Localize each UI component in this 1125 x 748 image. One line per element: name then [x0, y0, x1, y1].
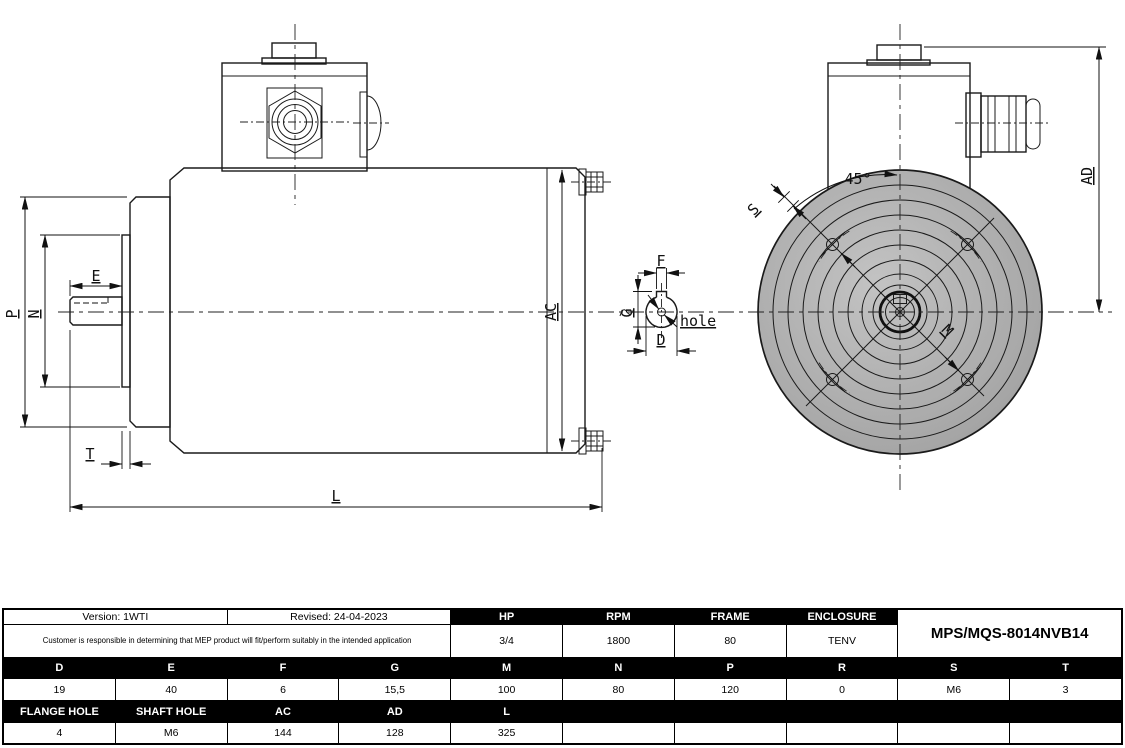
dim-header-d: D — [4, 658, 115, 678]
dim-value-f: 6 — [227, 679, 339, 700]
dim-label-ad: AD — [1078, 167, 1096, 185]
dim2-header-empty — [563, 701, 674, 722]
rear-bolt-bottom — [571, 427, 613, 455]
dim-label-l: L — [331, 487, 340, 505]
dim2-header-ac: AC — [227, 701, 339, 722]
motor-body — [169, 167, 586, 454]
dim-value-s: M6 — [898, 679, 1010, 700]
dim-value-n: 80 — [563, 679, 674, 700]
gland-flange — [965, 92, 982, 158]
revised-cell: Revised: 24-04-2023 — [227, 610, 451, 624]
flange-hole — [961, 373, 974, 386]
angle-label: 45° — [844, 170, 871, 188]
dim2-value-l: 325 — [451, 723, 562, 743]
flange-hole — [826, 373, 839, 386]
angle-arc — [793, 170, 898, 210]
dim2-value-empty — [898, 723, 1010, 743]
rear-bolt-top — [571, 168, 613, 196]
model-number: MPS/MQS-8014NVB14 — [898, 610, 1121, 657]
terminal-box-side — [221, 24, 389, 205]
dim2-value-empty — [563, 723, 674, 743]
side-plug — [366, 95, 382, 151]
dim-header-e: E — [115, 658, 227, 678]
dim-header-s: S — [898, 658, 1010, 678]
flange-hole — [826, 238, 839, 251]
dim-value-m: 100 — [451, 679, 562, 700]
spec-value-rpm: 1800 — [563, 625, 674, 657]
dim-header-m: M — [451, 658, 562, 678]
dim2-header-shaft-hole: SHAFT HOLE — [115, 701, 227, 722]
dim-value-d: 19 — [4, 679, 115, 700]
front-view: S 45° M AD — [744, 24, 1106, 492]
side-view: P N E T L AC — [3, 24, 613, 512]
shaft — [69, 296, 123, 326]
flange-spigot — [121, 234, 131, 388]
dim-label-e: E — [91, 267, 100, 285]
dim2-header-ad: AD — [339, 701, 451, 722]
spec-value-enclosure: TENV — [786, 625, 898, 657]
side-view-dimensions: P N E T L AC — [3, 169, 603, 512]
dim-value-r: 0 — [786, 679, 898, 700]
dim-label-p: P — [3, 309, 21, 318]
dim2-header-empty — [1010, 701, 1121, 722]
dim2-header-empty — [898, 701, 1010, 722]
dim2-header-l: L — [451, 701, 562, 722]
technical-drawing: P N E T L AC — [3, 24, 1112, 512]
dim-header-f: F — [227, 658, 339, 678]
dim-value-g: 15,5 — [339, 679, 451, 700]
disclaimer-note: Customer is responsible in determining t… — [4, 625, 451, 657]
spec-header-hp: HP — [451, 610, 562, 624]
dim-label-d: D — [656, 331, 665, 349]
spec-header-enclosure: ENCLOSURE — [786, 610, 898, 624]
dim-label-g: G — [618, 308, 636, 317]
shaft-keyway-detail: F G D hole — [618, 252, 716, 356]
spec-header-rpm: RPM — [563, 610, 674, 624]
dim2-value-shaft-hole: M6 — [115, 723, 227, 743]
dim2-value-ac: 144 — [227, 723, 339, 743]
spec-value-hp: 3/4 — [451, 625, 562, 657]
dim-value-p: 120 — [674, 679, 786, 700]
dim-header-r: R — [786, 658, 898, 678]
side-plug-plate — [359, 91, 368, 158]
dim-label-f: F — [656, 252, 665, 270]
dim-value-t: 3 — [1010, 679, 1121, 700]
hole-label: hole — [680, 312, 716, 330]
dim-label-s: S — [744, 200, 763, 219]
spec-header-frame: FRAME — [674, 610, 786, 624]
dim-label-t: T — [85, 445, 94, 463]
dim2-value-ad: 128 — [339, 723, 451, 743]
dim-header-p: P — [674, 658, 786, 678]
dim2-header-empty — [786, 701, 898, 722]
version-cell: Version: 1WTI — [4, 610, 227, 624]
gland-plate — [266, 87, 323, 159]
dim2-value-flange-hole: 4 — [4, 723, 115, 743]
dim2-value-empty — [674, 723, 786, 743]
dim-header-t: T — [1010, 658, 1121, 678]
dim-header-n: N — [563, 658, 674, 678]
dim2-value-empty — [1010, 723, 1121, 743]
flange-hole — [961, 238, 974, 251]
dim2-header-flange-hole: FLANGE HOLE — [4, 701, 115, 722]
dim2-value-empty — [786, 723, 898, 743]
spec-table: Version: 1WTI Revised: 24-04-2023 HP RPM… — [2, 608, 1123, 745]
spec-value-frame: 80 — [674, 625, 786, 657]
dim2-header-empty — [674, 701, 786, 722]
dim-header-g: G — [339, 658, 451, 678]
dim-label-n: N — [25, 309, 43, 318]
dim-value-e: 40 — [115, 679, 227, 700]
